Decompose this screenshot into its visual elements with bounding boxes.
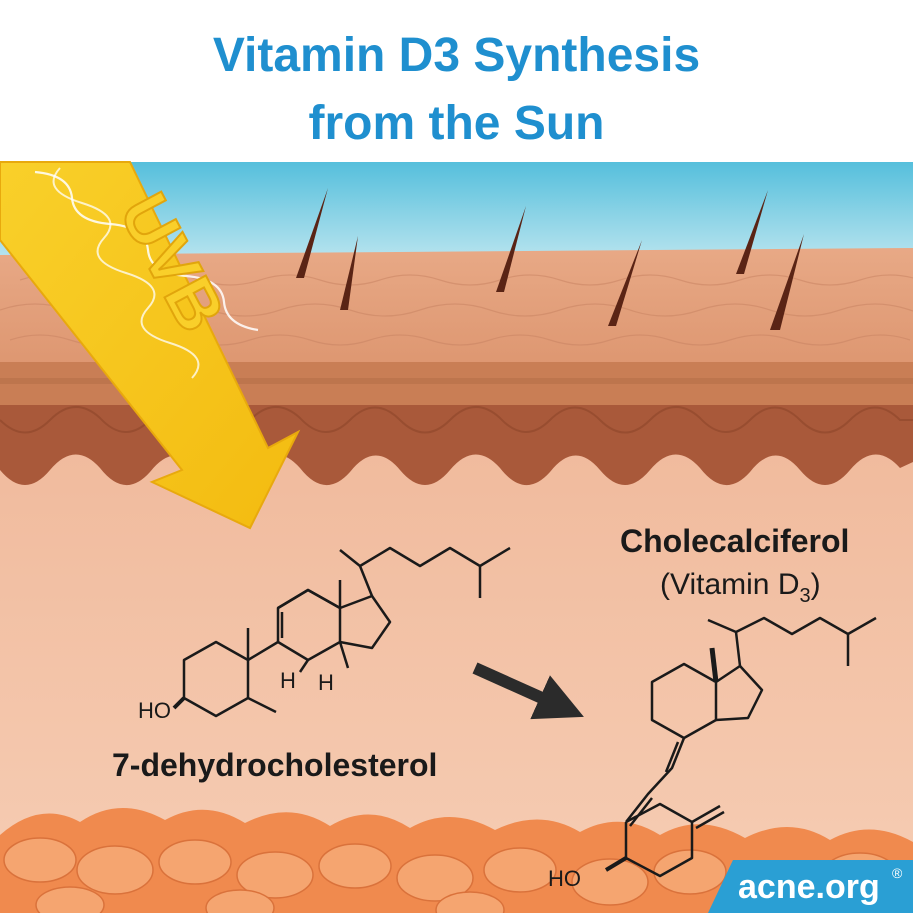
product-subtitle-prefix: (Vitamin D	[660, 568, 799, 601]
brand-badge: acne.org ®	[708, 860, 913, 913]
reactant-name: 7-dehydrocholesterol	[112, 747, 437, 783]
product-subtitle-suffix: )	[811, 568, 821, 601]
product-subtitle-sub: 3	[799, 585, 810, 607]
reactant-structure	[172, 546, 511, 718]
reactant-h-label-1: H	[280, 668, 296, 693]
title-line-2: from the Sun	[308, 97, 605, 150]
brand-registered-mark: ®	[892, 865, 903, 881]
reactant-h-label-2: H	[318, 670, 334, 695]
title-line-1: Vitamin D3 Synthesis	[212, 29, 701, 82]
uvb-arrow-body	[0, 161, 301, 530]
reactant-ho-label: HO	[138, 698, 171, 723]
product-ho-label: HO	[548, 866, 581, 891]
epidermis-layer	[0, 248, 913, 370]
product-structure	[604, 616, 877, 878]
product-name: Cholecalciferol	[620, 523, 849, 559]
product-subtitle: (Vitamin D3)	[660, 568, 821, 607]
brand-name: acne.org	[738, 868, 880, 906]
uvb-wave	[34, 170, 259, 332]
reaction-arrow	[472, 662, 584, 720]
